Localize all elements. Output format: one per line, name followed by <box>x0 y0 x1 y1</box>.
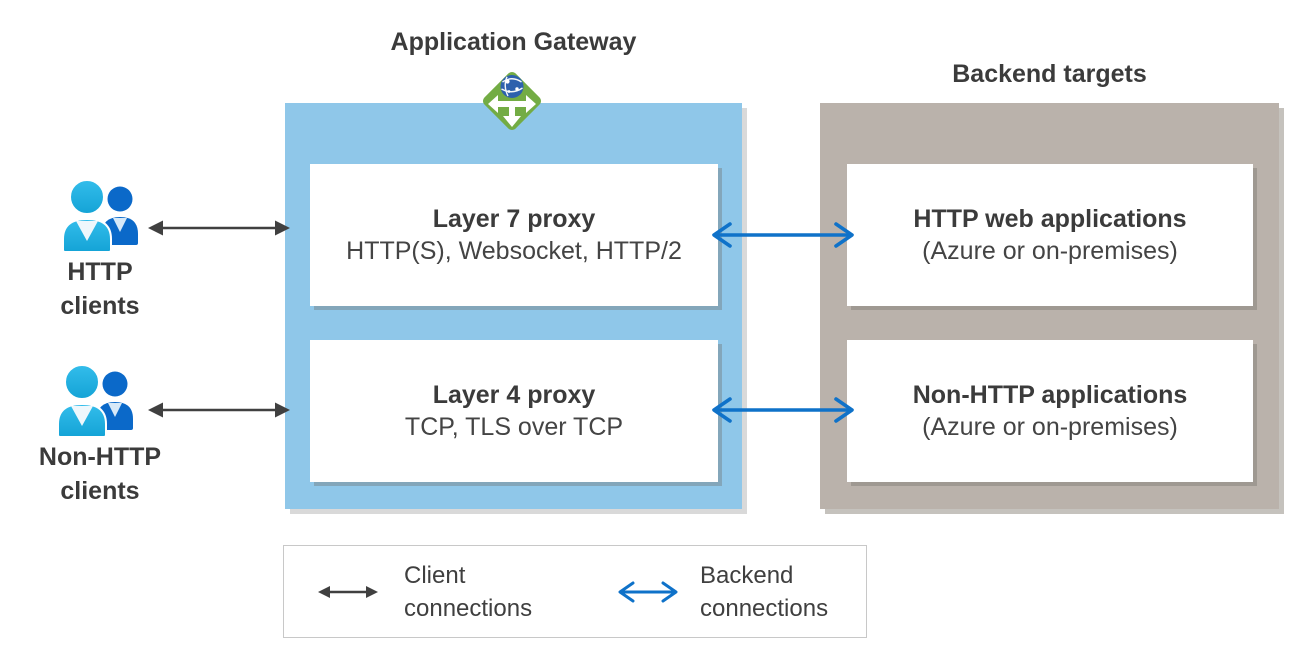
backend-targets-title: Backend targets <box>952 60 1147 88</box>
non-http-clients-label-line1: Non-HTTP <box>38 443 162 471</box>
legend-backend-arrow-icon <box>618 581 678 602</box>
application-gateway-title: Application Gateway <box>390 28 637 56</box>
legend-client-connections-label: Client connections <box>404 559 572 625</box>
http-clients-label-line2: clients <box>60 292 140 320</box>
layer4-proxy-panel: Layer 4 proxy TCP, TLS over TCP <box>310 340 718 482</box>
non-http-clients-label-line2: clients <box>60 477 140 505</box>
backend-connection-arrow-http <box>712 222 854 248</box>
http-clients-label: HTTP clients <box>15 255 185 323</box>
legend-backend-line1: Backend <box>700 561 794 589</box>
http-web-applications-title: HTTP web applications <box>913 204 1187 233</box>
legend-client-arrow-icon <box>318 585 378 598</box>
http-web-applications-panel: HTTP web applications (Azure or on-premi… <box>847 164 1253 306</box>
backend-connection-arrow-non-http <box>712 397 854 423</box>
layer4-proxy-title: Layer 4 proxy <box>432 380 596 409</box>
layer7-proxy-panel: Layer 7 proxy HTTP(S), Websocket, HTTP/2 <box>310 164 718 306</box>
http-clients-label-line1: HTTP <box>67 258 133 286</box>
non-http-applications-subtitle: (Azure or on-premises) <box>922 412 1178 441</box>
non-http-applications-panel: Non-HTTP applications (Azure or on-premi… <box>847 340 1253 482</box>
non-http-applications-title: Non-HTTP applications <box>912 380 1188 409</box>
legend: Client connections Backend connections <box>283 545 867 638</box>
application-gateway-icon <box>482 71 542 131</box>
legend-client-line2: connections <box>404 594 533 622</box>
layer4-proxy-subtitle: TCP, TLS over TCP <box>404 412 624 441</box>
legend-client-line1: Client <box>404 561 466 589</box>
layer7-proxy-subtitle: HTTP(S), Websocket, HTTP/2 <box>346 236 682 265</box>
non-http-clients-users-icon <box>57 364 133 438</box>
legend-backend-line2: connections <box>700 594 829 622</box>
layer7-proxy-title: Layer 7 proxy <box>432 204 596 233</box>
http-web-applications-subtitle: (Azure or on-premises) <box>922 236 1178 265</box>
legend-backend-connections-label: Backend connections <box>700 559 828 625</box>
http-clients-users-icon <box>62 179 138 253</box>
non-http-clients-label: Non-HTTP clients <box>15 440 185 508</box>
client-connection-arrow-non-http <box>148 402 290 418</box>
client-connection-arrow-http <box>148 220 290 236</box>
